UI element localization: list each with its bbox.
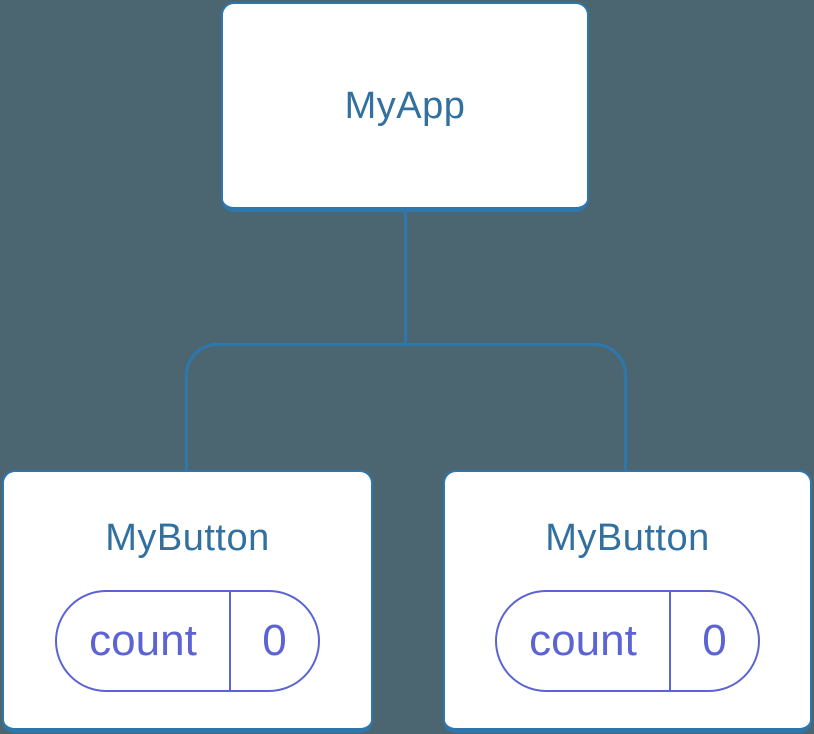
state-value: 0 <box>229 592 318 690</box>
state-value: 0 <box>669 592 758 690</box>
state-name: count <box>89 616 197 665</box>
tree-node-child-left: MyButton count 0 <box>2 470 373 733</box>
state-pill: count 0 <box>495 590 760 692</box>
connector-stem-line <box>403 210 407 346</box>
root-node-label: MyApp <box>344 84 466 127</box>
child-node-label: MyButton <box>105 517 270 559</box>
tree-node-root: MyApp <box>221 2 589 212</box>
connector-branch-line <box>185 343 627 470</box>
state-name: count <box>529 616 637 665</box>
child-node-label: MyButton <box>545 517 710 559</box>
state-pill: count 0 <box>55 590 320 692</box>
tree-node-child-right: MyButton count 0 <box>443 470 812 733</box>
